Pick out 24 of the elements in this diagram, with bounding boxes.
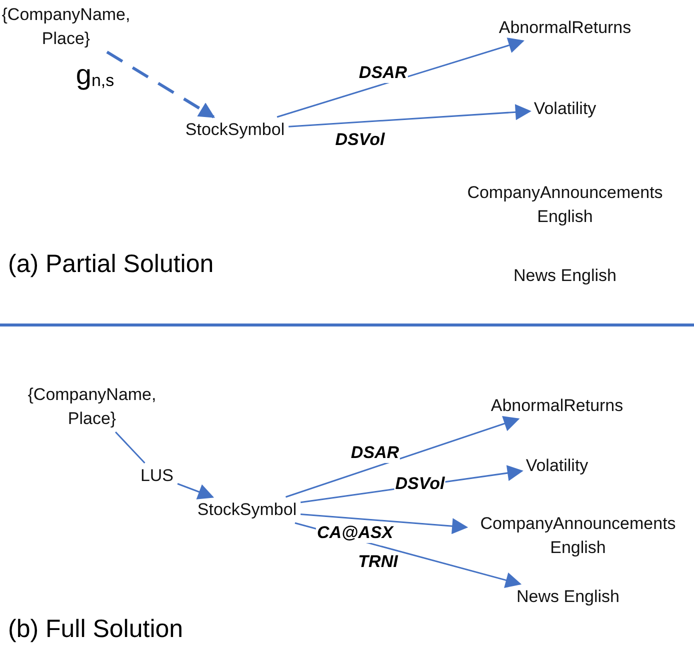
node-label: LUS bbox=[132, 464, 182, 488]
node-label: {CompanyName, Place} bbox=[22, 383, 162, 431]
arrow bbox=[288, 104, 532, 128]
edge-label: DSAR bbox=[358, 63, 408, 83]
node-label: CompanyAnnouncements English bbox=[470, 512, 686, 560]
edge-label: CA@ASX bbox=[316, 523, 394, 543]
arrow bbox=[177, 483, 214, 500]
arrow bbox=[286, 416, 520, 498]
node-label: AbnormalReturns bbox=[475, 16, 655, 40]
node-label: Volatility bbox=[485, 97, 645, 121]
node-label: News English bbox=[485, 264, 645, 288]
node-label: News English bbox=[488, 585, 648, 609]
node-label: StockSymbol bbox=[177, 498, 317, 522]
node-label: Volatility bbox=[477, 454, 637, 478]
panel-caption: (a) Partial Solution bbox=[8, 250, 214, 279]
node-label: AbnormalReturns bbox=[467, 394, 647, 418]
node-label: StockSymbol bbox=[165, 118, 305, 142]
arrow bbox=[300, 513, 468, 534]
arrow bbox=[276, 38, 524, 118]
panel-caption: (b) Full Solution bbox=[8, 615, 184, 644]
edge-label: DSAR bbox=[350, 443, 400, 463]
node-label: {CompanyName, Place} bbox=[0, 3, 136, 51]
arrow bbox=[106, 50, 216, 118]
node-label: CompanyAnnouncements English bbox=[458, 181, 672, 229]
